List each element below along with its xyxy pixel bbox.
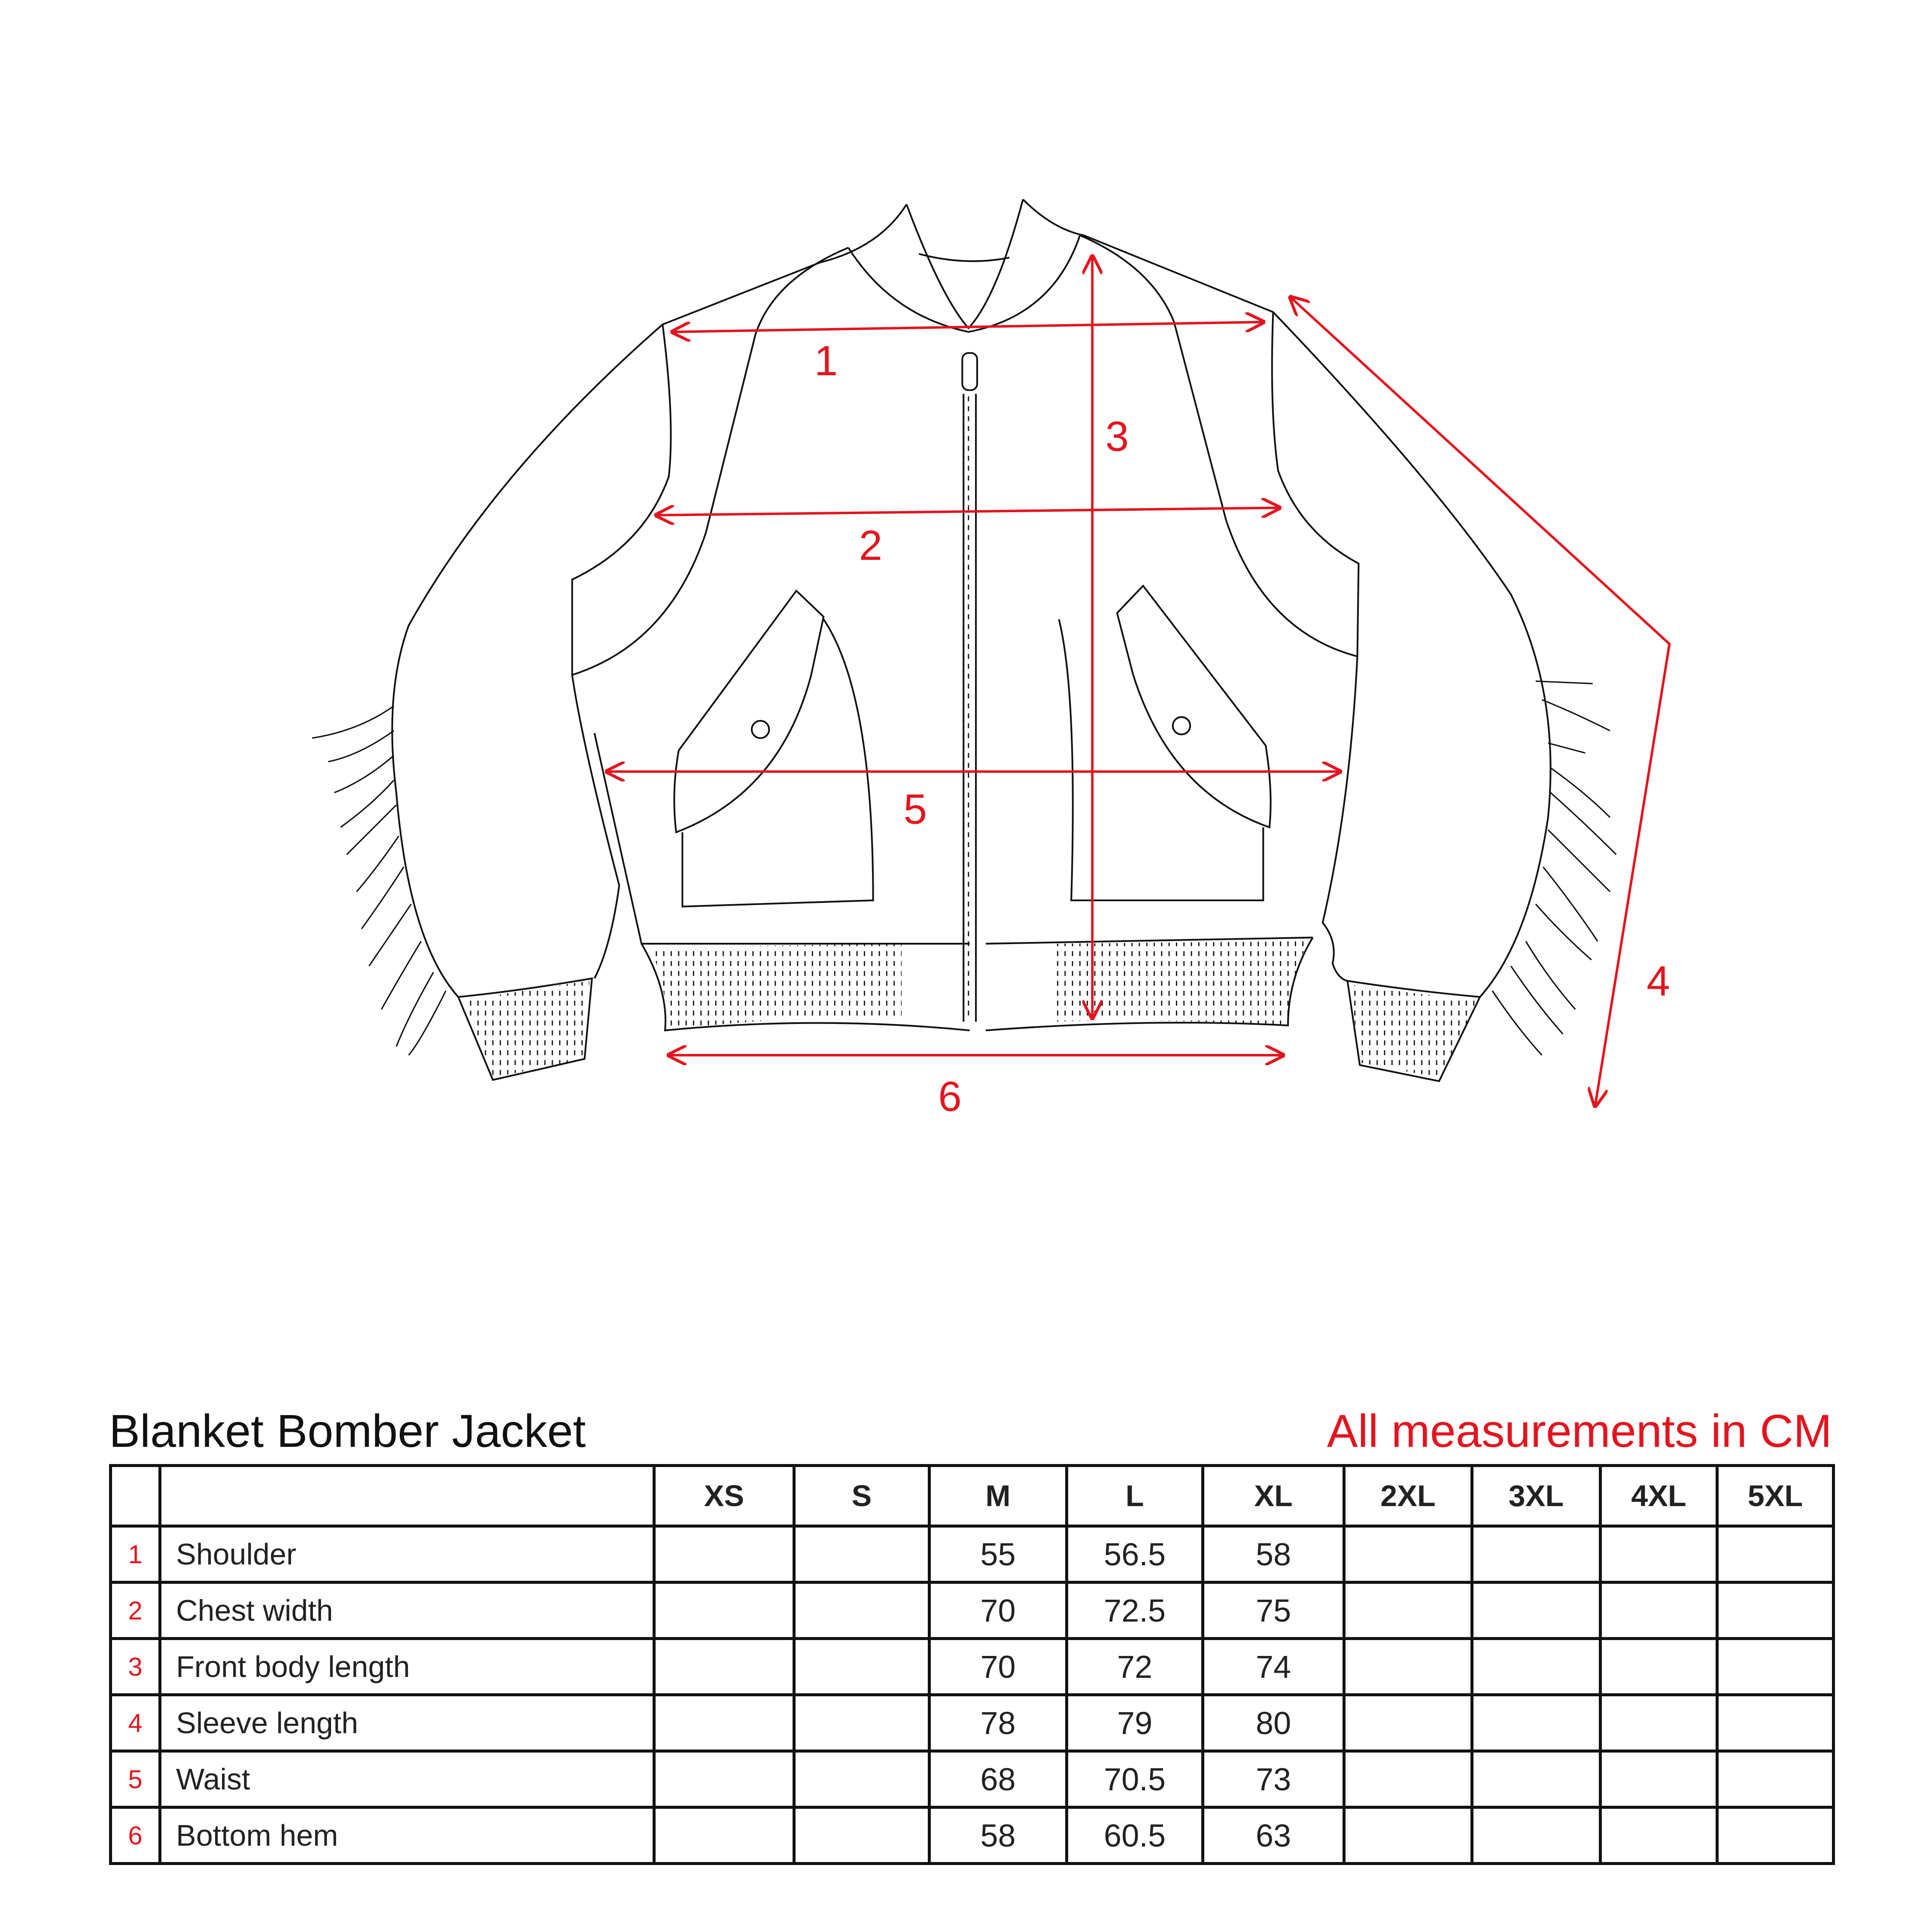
- row-number: 2: [109, 1581, 161, 1640]
- measurement-value: 58: [928, 1806, 1068, 1865]
- measurement-value: [1343, 1581, 1473, 1640]
- measurement-value: [1716, 1637, 1835, 1696]
- measurement-value: [1716, 1581, 1835, 1640]
- measurement-value: [1599, 1806, 1719, 1865]
- measurement-value: [1599, 1581, 1719, 1640]
- measurement-value: 70: [928, 1581, 1068, 1640]
- measurement-value: [1343, 1693, 1473, 1753]
- measurement-value: [1599, 1750, 1719, 1809]
- label-1: 1: [814, 337, 838, 384]
- rib-knit: [464, 396, 1479, 1078]
- measurement-value: [653, 1581, 796, 1640]
- measurement-label: Shoulder: [158, 1525, 656, 1584]
- measurement-value: 56.5: [1065, 1525, 1204, 1584]
- measurement-value: 60.5: [1065, 1806, 1204, 1865]
- measurement-value: [1343, 1750, 1473, 1809]
- row-number: 1: [109, 1525, 161, 1584]
- label-2: 2: [859, 522, 883, 569]
- measurement-value: [1470, 1581, 1602, 1640]
- measurement-value: 70.5: [1065, 1750, 1204, 1809]
- measurement-value: [1599, 1637, 1719, 1696]
- measurement-value: 70: [928, 1637, 1068, 1696]
- measurement-value: [793, 1806, 931, 1865]
- measurement-value: [1716, 1693, 1835, 1753]
- row-number: 4: [109, 1693, 161, 1753]
- measurement-value: 75: [1201, 1581, 1346, 1640]
- product-title: Blanket Bomber Jacket: [109, 1405, 586, 1457]
- arrow-sleeve: [1291, 297, 1671, 1106]
- label-5: 5: [903, 785, 927, 832]
- measurement-value: 80: [1201, 1693, 1346, 1753]
- measurement-value: [793, 1750, 931, 1809]
- size-header-2xl: 2XL: [1343, 1464, 1473, 1528]
- row-number: 3: [109, 1637, 161, 1696]
- units-note: All measurements in CM: [1327, 1405, 1832, 1457]
- size-header-xl: XL: [1201, 1464, 1346, 1528]
- measurement-value: [653, 1693, 796, 1753]
- measurement-value: [1716, 1806, 1835, 1865]
- measurement-label: Waist: [158, 1750, 656, 1809]
- arrow-shoulder: [672, 322, 1263, 332]
- header-num: [109, 1464, 161, 1528]
- measurement-value: [1343, 1806, 1473, 1865]
- measurement-value: [1599, 1525, 1719, 1584]
- header-label: [158, 1464, 656, 1528]
- row-number: 5: [109, 1750, 161, 1809]
- measurement-value: 74: [1201, 1637, 1346, 1696]
- measurement-label: Chest width: [158, 1581, 656, 1640]
- measurement-value: [793, 1693, 931, 1753]
- measurement-value: [653, 1525, 796, 1584]
- size-header-5xl: 5XL: [1716, 1464, 1835, 1528]
- measurement-value: 58: [1201, 1525, 1346, 1584]
- measurement-value: [1470, 1693, 1602, 1753]
- size-header-m: M: [928, 1464, 1068, 1528]
- measurement-label: Sleeve length: [158, 1693, 656, 1753]
- measurement-value: 72.5: [1065, 1581, 1204, 1640]
- measurement-value: 79: [1065, 1693, 1204, 1753]
- measurement-value: [653, 1750, 796, 1809]
- measurement-value: [1716, 1750, 1835, 1809]
- measurement-value: [1470, 1750, 1602, 1809]
- measurement-value: [1599, 1693, 1719, 1753]
- measurement-value: [1470, 1525, 1602, 1584]
- measurement-value: [793, 1637, 931, 1696]
- label-4: 4: [1646, 957, 1670, 1005]
- measurement-value: [1343, 1637, 1473, 1696]
- measurement-value: [1470, 1806, 1602, 1865]
- measurement-value: [653, 1637, 796, 1696]
- measurement-value: [653, 1806, 796, 1865]
- size-header-s: S: [793, 1464, 931, 1528]
- measurement-label: Front body length: [158, 1637, 656, 1696]
- size-header-4xl: 4XL: [1599, 1464, 1719, 1528]
- measurement-value: [1716, 1525, 1835, 1584]
- measurement-value: 63: [1201, 1806, 1346, 1865]
- label-3: 3: [1106, 413, 1129, 460]
- measurement-value: [793, 1581, 931, 1640]
- measurement-arrows: [607, 256, 1671, 1106]
- measurement-value: 72: [1065, 1637, 1204, 1696]
- measurement-value: [793, 1525, 931, 1584]
- row-number: 6: [109, 1806, 161, 1865]
- measurement-value: 73: [1201, 1750, 1346, 1809]
- measurement-value: 55: [928, 1525, 1068, 1584]
- measurement-value: 78: [928, 1693, 1068, 1753]
- label-6: 6: [938, 1073, 962, 1120]
- measurement-value: [1343, 1525, 1473, 1584]
- measurement-label: Bottom hem: [158, 1806, 656, 1865]
- size-header-xs: XS: [653, 1464, 796, 1528]
- size-header-l: L: [1065, 1464, 1204, 1528]
- measurement-value: [1470, 1637, 1602, 1696]
- measurement-value: 68: [928, 1750, 1068, 1809]
- size-header-3xl: 3XL: [1470, 1464, 1602, 1528]
- arrow-chest: [656, 508, 1279, 515]
